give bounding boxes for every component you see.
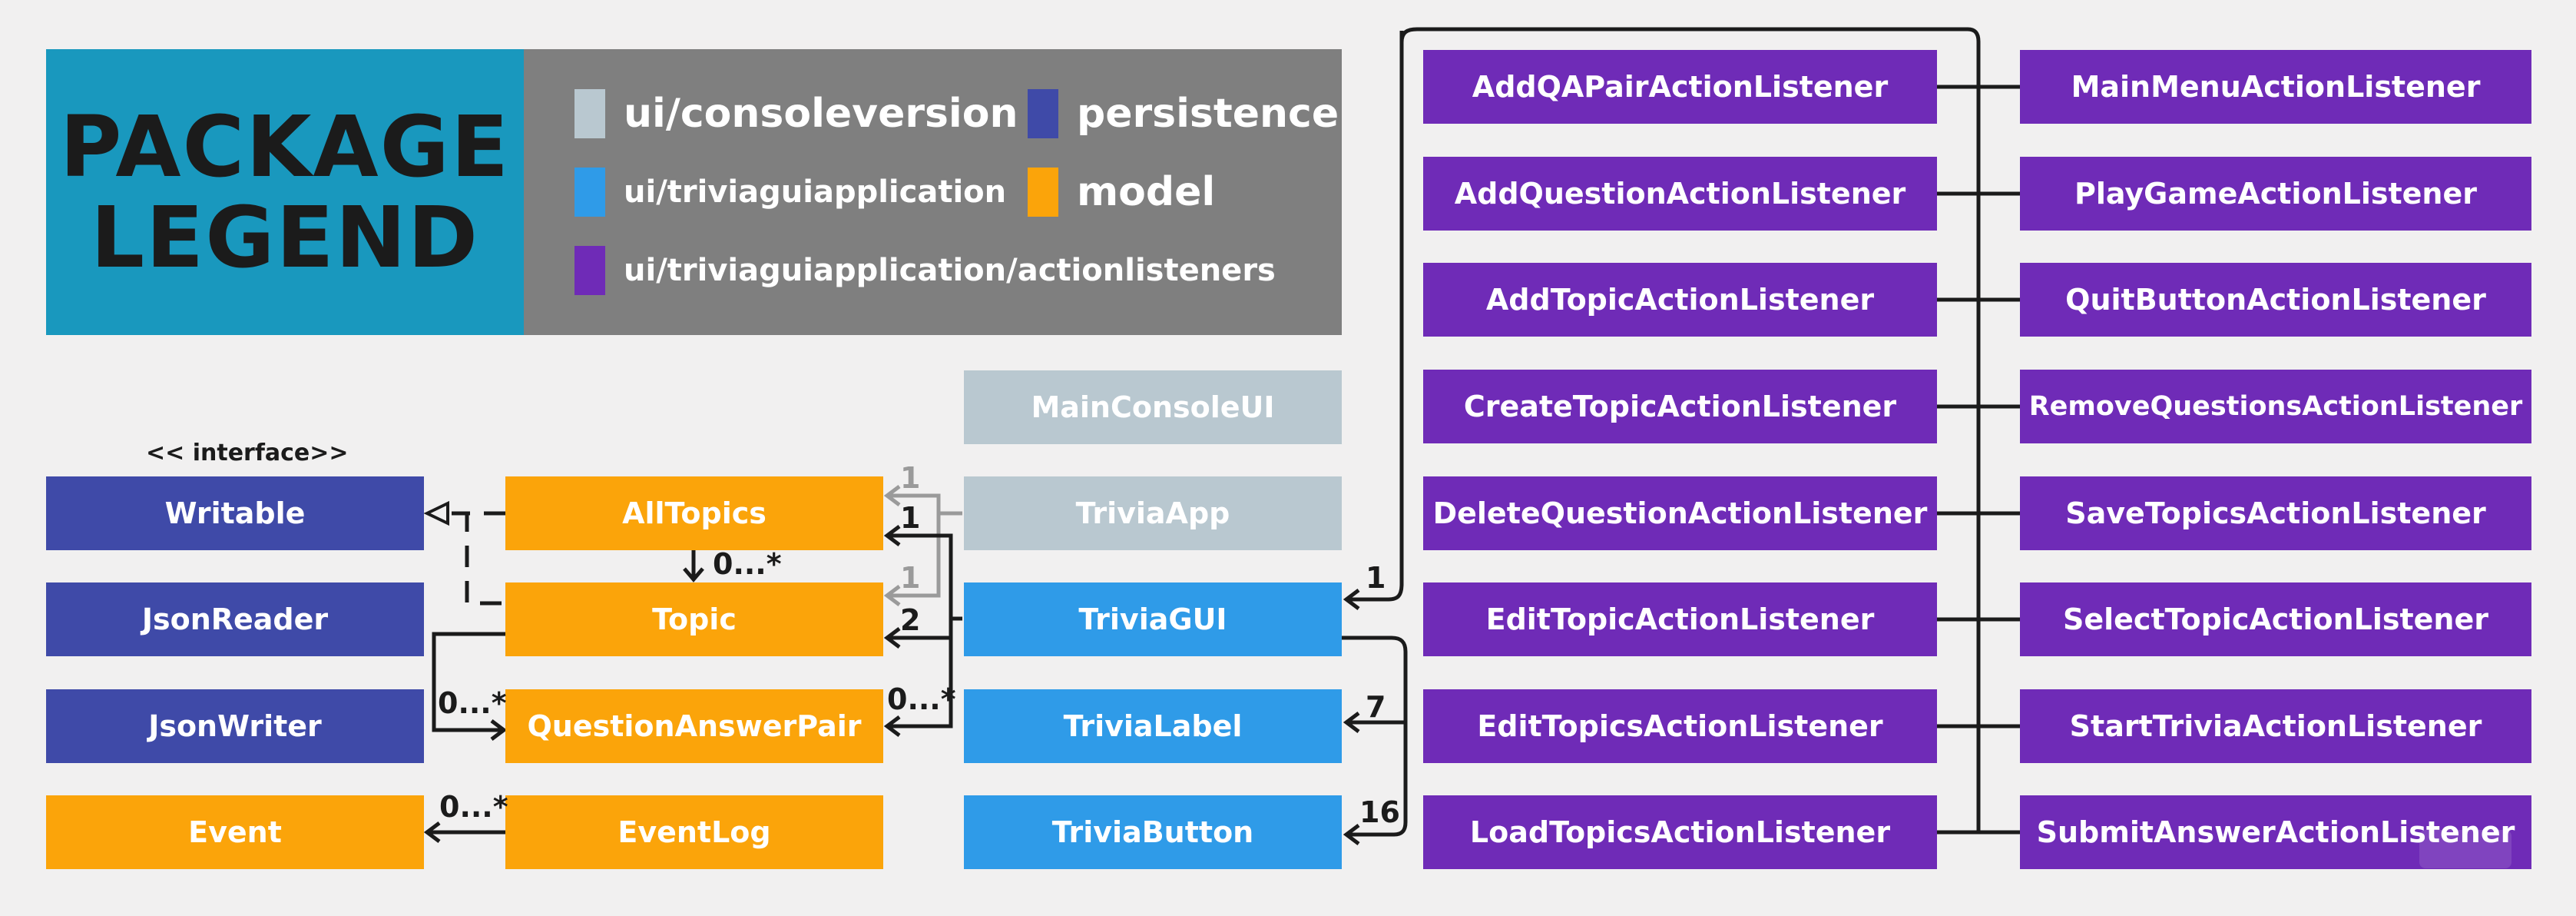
multiplicity-gui-topic: 2 — [900, 603, 921, 637]
class-topic: Topic — [505, 582, 883, 656]
class-action-listener: RemoveQuestionsActionListener — [2020, 370, 2531, 443]
class-action-listener: SaveTopicsActionListener — [2020, 476, 2531, 550]
association-arrowhead — [883, 585, 901, 606]
class-action-listener: LoadTopicsActionListener — [1423, 795, 1937, 869]
class-action-listener: QuitButtonActionListener — [2020, 263, 2531, 337]
association-line — [889, 513, 941, 598]
class-trivia-button: TriviaButton — [964, 795, 1342, 869]
multiplicity-app-topic: 1 — [900, 561, 921, 595]
class-action-listener: DeleteQuestionActionListener — [1423, 476, 1937, 550]
association-line — [889, 533, 962, 621]
class-trivia-label: TriviaLabel — [964, 689, 1342, 763]
association-arrowhead — [490, 719, 508, 741]
association-arrowhead — [883, 715, 901, 737]
association-arrowhead — [1343, 712, 1360, 733]
legend-swatch-model — [1028, 168, 1058, 217]
multiplicity-gui-alltopics: 1 — [900, 501, 921, 535]
class-action-listener: AddQAPairActionListener — [1423, 50, 1937, 124]
watermark — [2419, 830, 2511, 868]
class-all-topics: AllTopics — [505, 476, 883, 550]
association-arrowhead — [1343, 589, 1360, 610]
multiplicity-gui-button: 16 — [1359, 795, 1400, 829]
class-action-listener: AddTopicActionListener — [1423, 263, 1937, 337]
association-arrowhead — [423, 821, 441, 843]
class-action-listener: PlayGameActionListener — [2020, 157, 2531, 231]
realization-arrowhead — [423, 500, 449, 526]
legend-title-line2: LEGEND — [90, 188, 480, 287]
multiplicity-listeners-gui: 1 — [1366, 561, 1386, 595]
legend-label-actionlisteners: ui/triviaguiapplication/actionlisteners — [624, 253, 1276, 288]
legend-swatch-persistence — [1028, 89, 1058, 138]
association-line — [889, 493, 962, 516]
multiplicity-topic-qapair: 0...* — [438, 686, 507, 720]
association-arrowhead — [883, 525, 901, 546]
class-action-listener: StartTriviaActionListener — [2020, 689, 2531, 763]
writable-stereotype: << interface>> — [146, 440, 349, 466]
legend-swatch-actionlisteners — [574, 246, 605, 295]
class-action-listener: SelectTopicActionListener — [2020, 582, 2531, 656]
class-main-console-ui: MainConsoleUI — [964, 370, 1342, 444]
association-arrowhead — [683, 567, 704, 582]
association-arrowhead — [883, 627, 901, 649]
class-event: Event — [46, 795, 424, 869]
class-action-listener: AddQuestionActionListener — [1423, 157, 1937, 231]
legend-swatch-triviaguiapplication — [574, 168, 605, 217]
class-event-log: EventLog — [505, 795, 883, 869]
multiplicity-gui-label: 7 — [1366, 690, 1386, 724]
realization-line — [465, 511, 505, 606]
multiplicity-eventlog-event: 0...* — [439, 790, 508, 824]
class-question-answer-pair: QuestionAnswerPair — [505, 689, 883, 763]
legend-panel: ui/consoleversion persistence ui/triviag… — [524, 49, 1342, 335]
legend-label-model: model — [1077, 169, 1216, 215]
legend-label-persistence: persistence — [1077, 91, 1339, 137]
association-arrowhead — [883, 485, 901, 506]
class-action-listener: EditTopicActionListener — [1423, 582, 1937, 656]
association-line — [889, 638, 953, 728]
class-json-reader: JsonReader — [46, 582, 424, 656]
legend-title: PACKAGE LEGEND — [46, 49, 524, 335]
class-action-listener: EditTopicsActionListener — [1423, 689, 1937, 763]
class-trivia-app: TriviaApp — [964, 476, 1342, 550]
legend-swatch-consoleversion — [574, 89, 605, 138]
multiplicity-alltopics-topic: 0...* — [713, 547, 782, 581]
legend-label-consoleversion: ui/consoleversion — [624, 91, 1018, 137]
association-arrowhead — [1343, 824, 1360, 845]
multiplicity-gui-qapair: 0...* — [887, 682, 956, 716]
multiplicity-app-alltopics: 1 — [900, 461, 921, 495]
legend-label-triviaguiapplication: ui/triviaguiapplication — [624, 174, 1007, 210]
legend-title-line1: PACKAGE — [59, 98, 511, 196]
association-line — [1342, 636, 1408, 837]
class-action-listener: SubmitAnswerActionListener — [2020, 795, 2531, 869]
association-line — [432, 632, 505, 732]
listener-connectors — [1937, 85, 2020, 835]
class-action-listener: MainMenuActionListener — [2020, 50, 2531, 124]
listener-bus-top — [1399, 27, 1981, 832]
class-json-writer: JsonWriter — [46, 689, 424, 763]
class-action-listener: CreateTopicActionListener — [1423, 370, 1937, 443]
class-trivia-gui: TriviaGUI — [964, 582, 1342, 656]
listener-bus-line — [1348, 31, 1404, 602]
class-writable: Writable — [46, 476, 424, 550]
